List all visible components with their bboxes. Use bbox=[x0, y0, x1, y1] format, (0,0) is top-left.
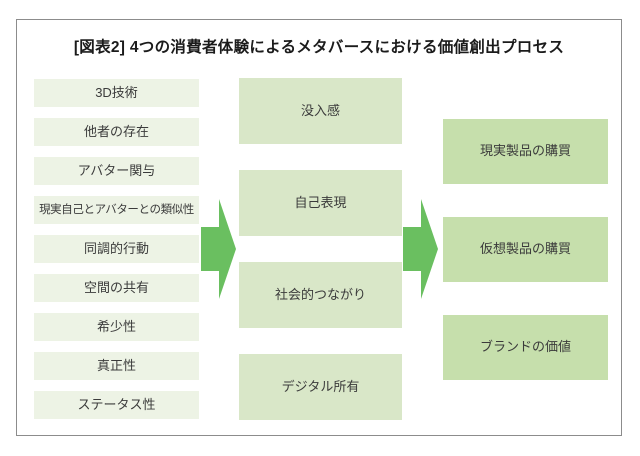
middle-column-box: 没入感 bbox=[239, 78, 402, 144]
flow-right-arrow-icon bbox=[201, 199, 236, 299]
left-column-box: 真正性 bbox=[34, 352, 199, 380]
left-column-box: 同調的行動 bbox=[34, 235, 199, 263]
middle-column-box: デジタル所有 bbox=[239, 354, 402, 420]
left-column-box: 空間の共有 bbox=[34, 274, 199, 302]
right-column-box: 仮想製品の購買 bbox=[443, 217, 608, 282]
right-column-box: ブランドの価値 bbox=[443, 315, 608, 380]
right-column: 現実製品の購買 仮想製品の購買 ブランドの価値 bbox=[443, 119, 608, 380]
left-column-box: 希少性 bbox=[34, 313, 199, 341]
middle-column-box: 自己表現 bbox=[239, 170, 402, 236]
left-column-box: 3D技術 bbox=[34, 79, 199, 107]
figure-title: [図表2] 4つの消費者体験によるメタバースにおける価値創出プロセス bbox=[73, 39, 565, 56]
left-column-box: 他者の存在 bbox=[34, 118, 199, 146]
middle-column: 没入感 自己表現 社会的つながり デジタル所有 bbox=[239, 78, 402, 420]
left-column-box: 現実自己とアバターとの類似性 bbox=[34, 196, 199, 224]
flow-right-arrow-icon bbox=[403, 199, 438, 299]
middle-column-box: 社会的つながり bbox=[239, 262, 402, 328]
right-column-box: 現実製品の購買 bbox=[443, 119, 608, 184]
left-column-box: アバター関与 bbox=[34, 157, 199, 185]
left-column: 3D技術 他者の存在 アバター関与 現実自己とアバターとの類似性 同調的行動 空… bbox=[34, 79, 199, 419]
left-column-box: ステータス性 bbox=[34, 391, 199, 419]
